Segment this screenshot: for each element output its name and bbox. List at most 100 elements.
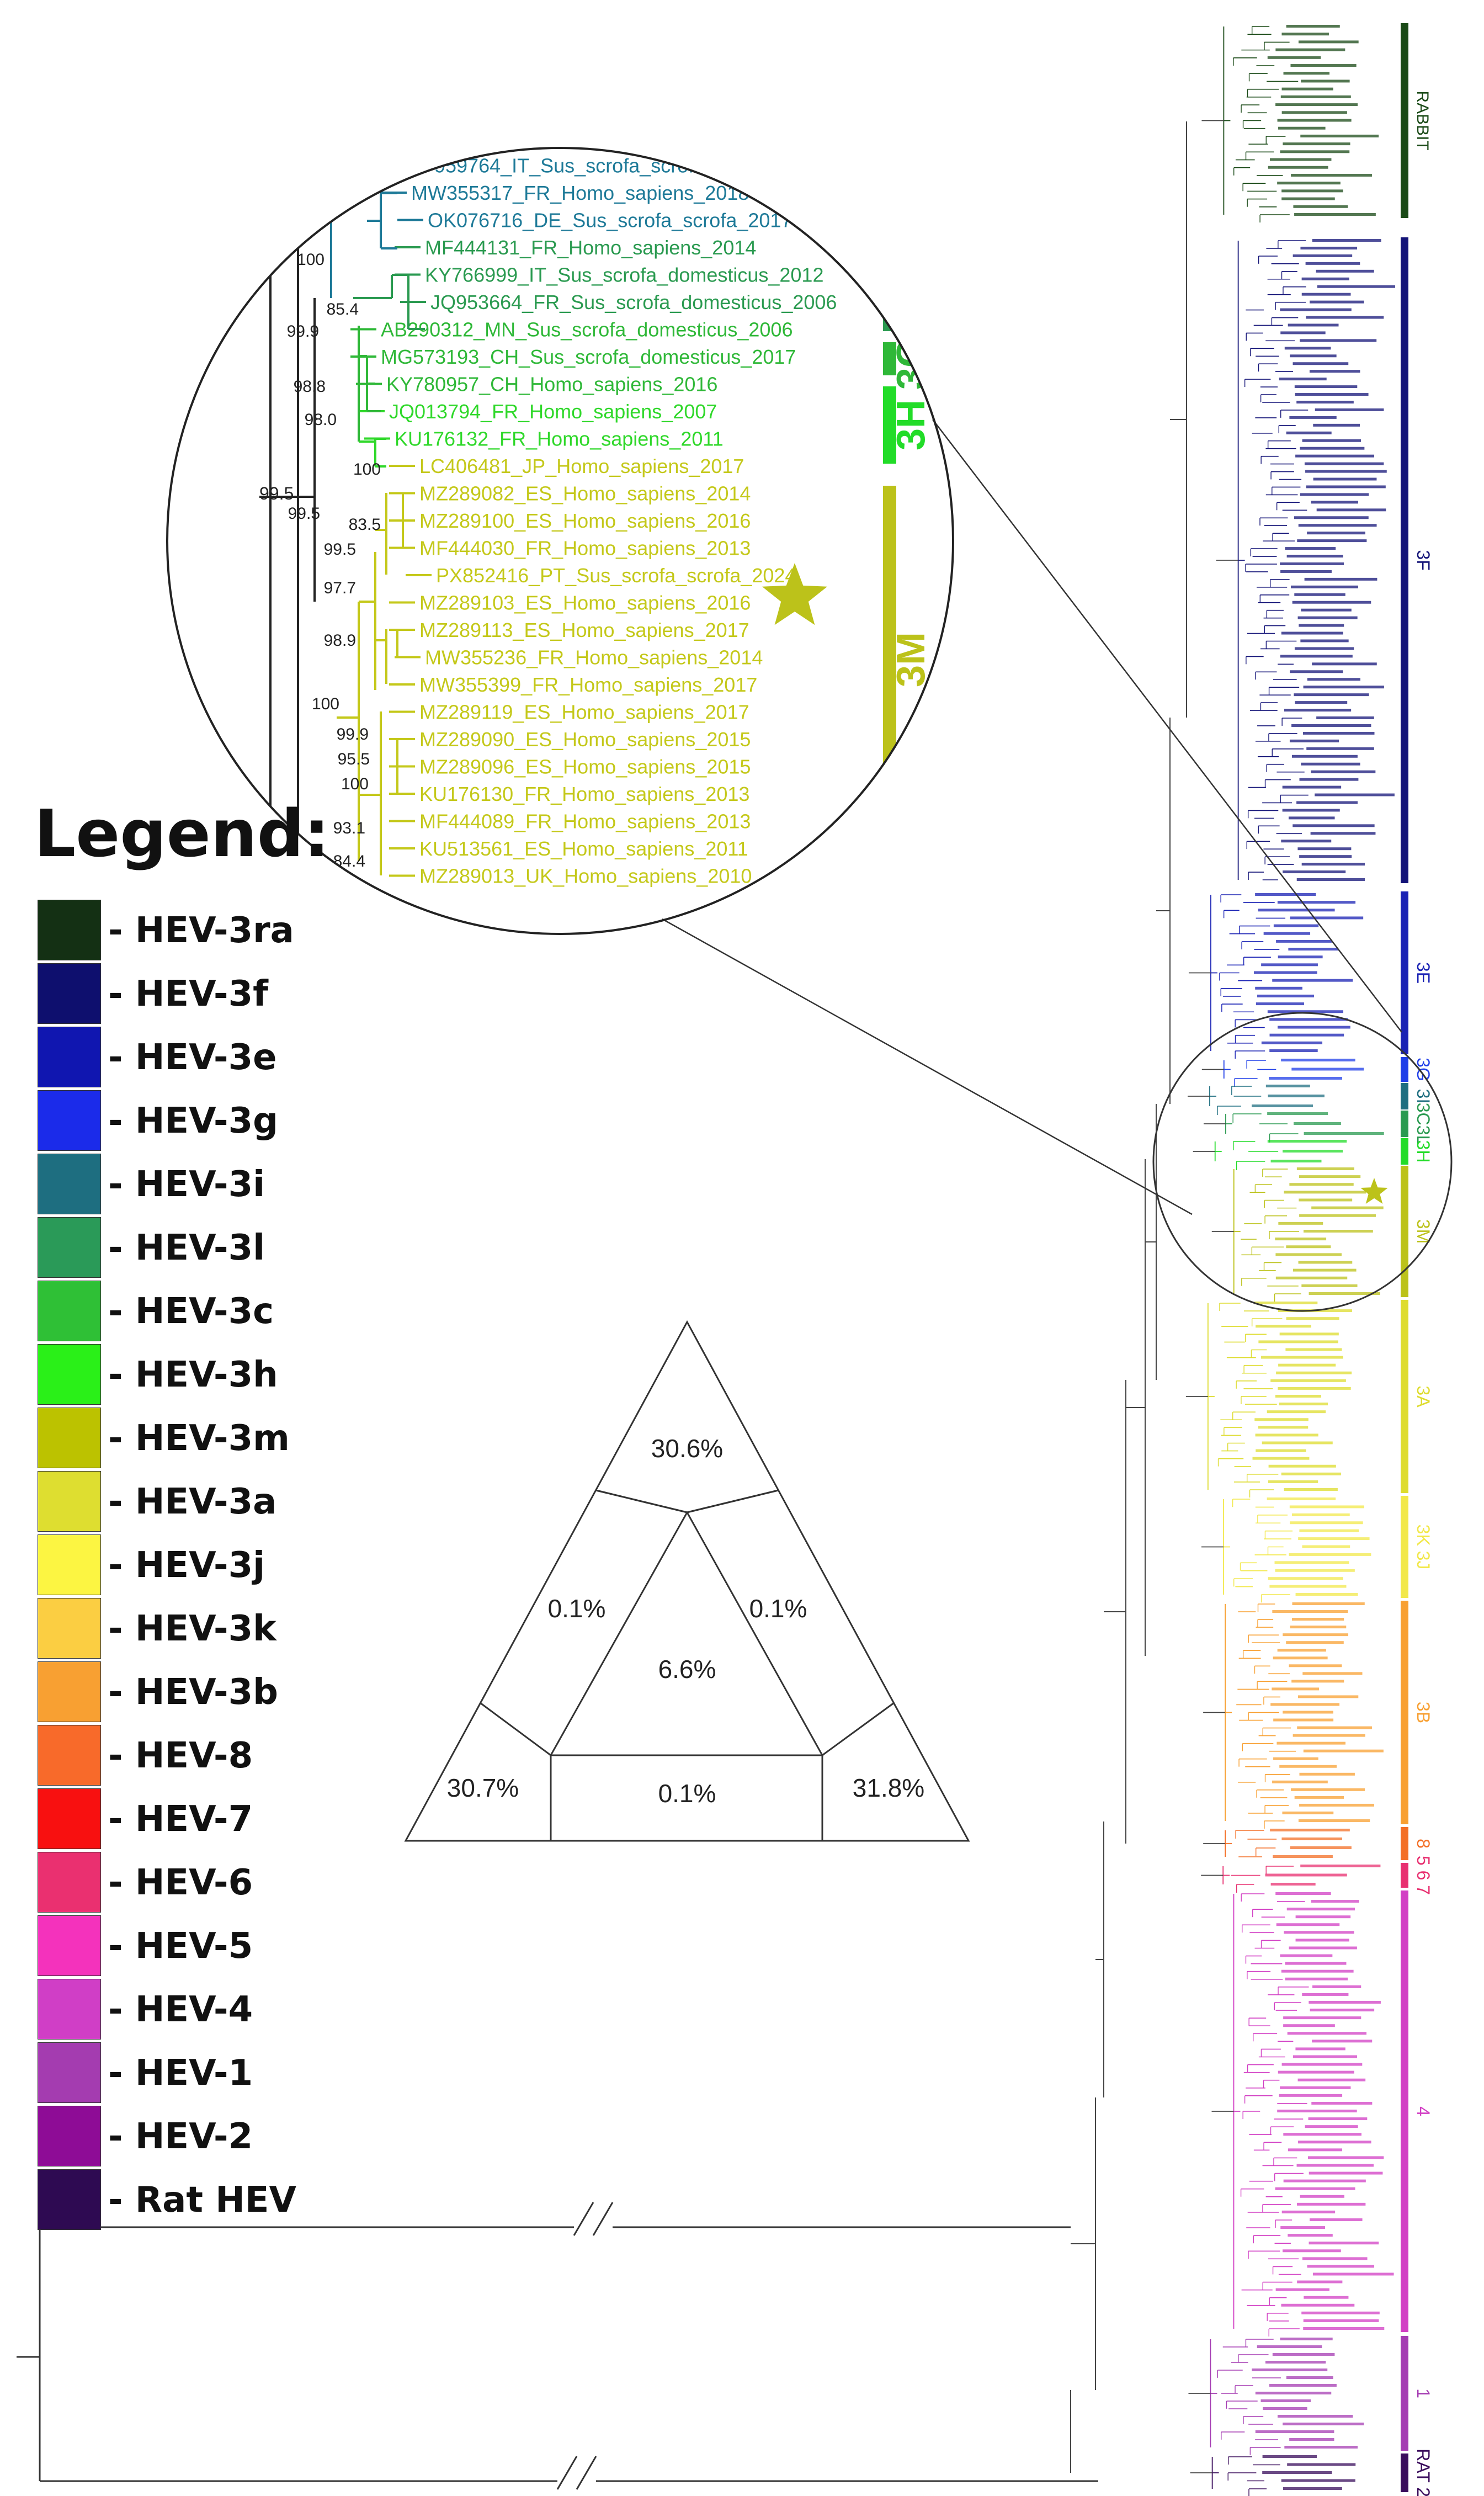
triangle-mid-left-value: 0.1% bbox=[548, 1594, 606, 1623]
leaf-label bbox=[1298, 524, 1377, 527]
zoom-leaf-label: MG573193_CH_Sus_scrofa_domesticus_2017 bbox=[381, 346, 796, 368]
legend-swatch bbox=[38, 1534, 101, 1595]
leaf-label bbox=[1273, 924, 1319, 927]
leaf-label bbox=[1291, 1513, 1350, 1516]
leaf-label bbox=[1268, 166, 1328, 169]
leaf-label bbox=[1291, 1068, 1364, 1071]
legend-item: - HEV-2 bbox=[38, 2106, 380, 2166]
leaf-label bbox=[1281, 631, 1343, 635]
clade-label: 3K 3J bbox=[1413, 1525, 1433, 1570]
leaf-label bbox=[1292, 1268, 1357, 1272]
leaf-label bbox=[1303, 2327, 1385, 2330]
zoom-leaf-label: MW355236_FR_Homo_sapiens_2014 bbox=[425, 646, 763, 669]
leaf-label bbox=[1284, 1931, 1354, 1934]
zoom-leaf-label: MF444089_FR_Homo_sapiens_2013 bbox=[419, 810, 751, 833]
legend-item: - HEV-8 bbox=[38, 1725, 380, 1786]
leaf-label bbox=[1286, 1245, 1331, 1249]
leaf-label bbox=[1300, 639, 1349, 642]
zoom-bootstrap: 98.8 bbox=[294, 378, 326, 396]
leaf-label bbox=[1283, 2249, 1341, 2253]
leaf-label bbox=[1295, 1939, 1349, 1942]
leaf-label bbox=[1278, 2070, 1354, 2074]
leaf-label bbox=[1282, 809, 1340, 812]
leaf-label bbox=[1253, 1302, 1318, 1304]
leaf-label bbox=[1275, 1238, 1327, 1241]
leaf-label bbox=[1309, 2171, 1383, 2175]
zoom-bootstrap: 99.8 bbox=[310, 118, 342, 136]
leaf-label bbox=[1282, 785, 1342, 789]
leaf-label bbox=[1310, 300, 1364, 304]
legend-label: - HEV-3m bbox=[108, 1418, 290, 1459]
leaf-label bbox=[1252, 2368, 1328, 2371]
zoom-circle bbox=[166, 147, 954, 935]
leaf-label bbox=[1289, 2438, 1334, 2441]
leaf-label bbox=[1277, 2415, 1353, 2418]
legend-label: - HEV-3c bbox=[108, 1291, 274, 1332]
leaf-label bbox=[1303, 1749, 1384, 1752]
leaf-label bbox=[1296, 1167, 1355, 1170]
leaf-label bbox=[1300, 339, 1377, 342]
leaf-label bbox=[1290, 670, 1343, 673]
zoom-leaf-label: MH377721_SE_Homo_sapiens_2010 bbox=[397, 100, 731, 123]
leaf-label bbox=[1288, 948, 1338, 951]
leaf-label bbox=[1312, 2040, 1373, 2043]
leaf-label bbox=[1295, 454, 1375, 458]
leaf-label bbox=[1297, 847, 1352, 851]
leaf-label bbox=[1262, 2455, 1317, 2458]
clade-bar bbox=[1401, 2453, 1408, 2492]
leaf-label bbox=[1281, 1472, 1341, 1475]
leaf-label bbox=[1315, 408, 1384, 411]
leaf-label bbox=[1269, 1018, 1348, 1021]
leaf-label bbox=[1269, 158, 1332, 161]
leaf-label bbox=[1279, 378, 1327, 381]
leaf-label bbox=[1313, 423, 1360, 427]
legend-label: - HEV-3f bbox=[108, 974, 268, 1015]
clade-bar bbox=[1401, 1496, 1408, 1598]
zoom-bootstrap: 98.9 bbox=[324, 631, 356, 650]
leaf-label bbox=[1281, 189, 1343, 193]
clade-bar bbox=[1401, 1827, 1408, 1860]
leaf-label bbox=[1281, 1838, 1342, 1840]
zoom-leaf-label: MH504146_UK_Homo_sapiens_2017 bbox=[392, 18, 726, 40]
zoom-bootstrap: 84.4 bbox=[333, 852, 365, 870]
leaf-label bbox=[1268, 1464, 1336, 1468]
leaf-label bbox=[1300, 447, 1365, 450]
leaf-label bbox=[1281, 1969, 1354, 1973]
leaf-label bbox=[1290, 1846, 1352, 1849]
leaf-label bbox=[1302, 439, 1361, 442]
leaf-label bbox=[1281, 1059, 1355, 1061]
triangle-top-value: 30.6% bbox=[651, 1434, 723, 1463]
leaf-label bbox=[1267, 56, 1321, 59]
legend-item: - HEV-3c bbox=[38, 1281, 380, 1341]
zoom-bootstrap: 99.5 bbox=[324, 540, 356, 559]
legend-label: - HEV-3e bbox=[108, 1037, 277, 1078]
zoom-leaf-label: JQ013794_FR_Homo_sapiens_2007 bbox=[389, 400, 717, 423]
leaf-label bbox=[1284, 1191, 1366, 1194]
leaf-label bbox=[1280, 331, 1326, 334]
leaf-label bbox=[1281, 87, 1333, 91]
zoom-clade-label: 3I bbox=[889, 179, 933, 213]
leaf-label bbox=[1283, 2016, 1361, 2020]
leaf-label bbox=[1283, 72, 1330, 75]
leaf-label bbox=[1297, 2078, 1366, 2081]
leaf-label bbox=[1304, 2296, 1349, 2299]
legend-item: - HEV-3e bbox=[38, 1027, 380, 1087]
leaf-label bbox=[1257, 2345, 1322, 2348]
leaf-label bbox=[1272, 1687, 1320, 1691]
leaf-label bbox=[1301, 1284, 1358, 1287]
leaf-label bbox=[1287, 2032, 1367, 2035]
legend-label: - Rat HEV bbox=[108, 2180, 296, 2221]
leaf-label bbox=[1302, 731, 1375, 735]
leaf-label bbox=[1277, 901, 1356, 904]
triangle-bottom-left-value: 30.7% bbox=[447, 1773, 519, 1802]
leaf-label bbox=[1289, 1946, 1357, 1950]
legend-label: - HEV-2 bbox=[108, 2116, 253, 2157]
zoom-bootstrap: 95.5 bbox=[338, 750, 370, 768]
leaf-label bbox=[1317, 285, 1396, 288]
leaf-label bbox=[1296, 400, 1354, 403]
zoom-leaf-label: MF444030_FR_Homo_sapiens_2013 bbox=[419, 537, 751, 560]
leaf-label bbox=[1273, 1757, 1318, 1760]
leaf-label bbox=[1299, 855, 1352, 858]
leaf-label bbox=[1312, 1985, 1361, 1988]
leaf-label bbox=[1286, 555, 1343, 558]
